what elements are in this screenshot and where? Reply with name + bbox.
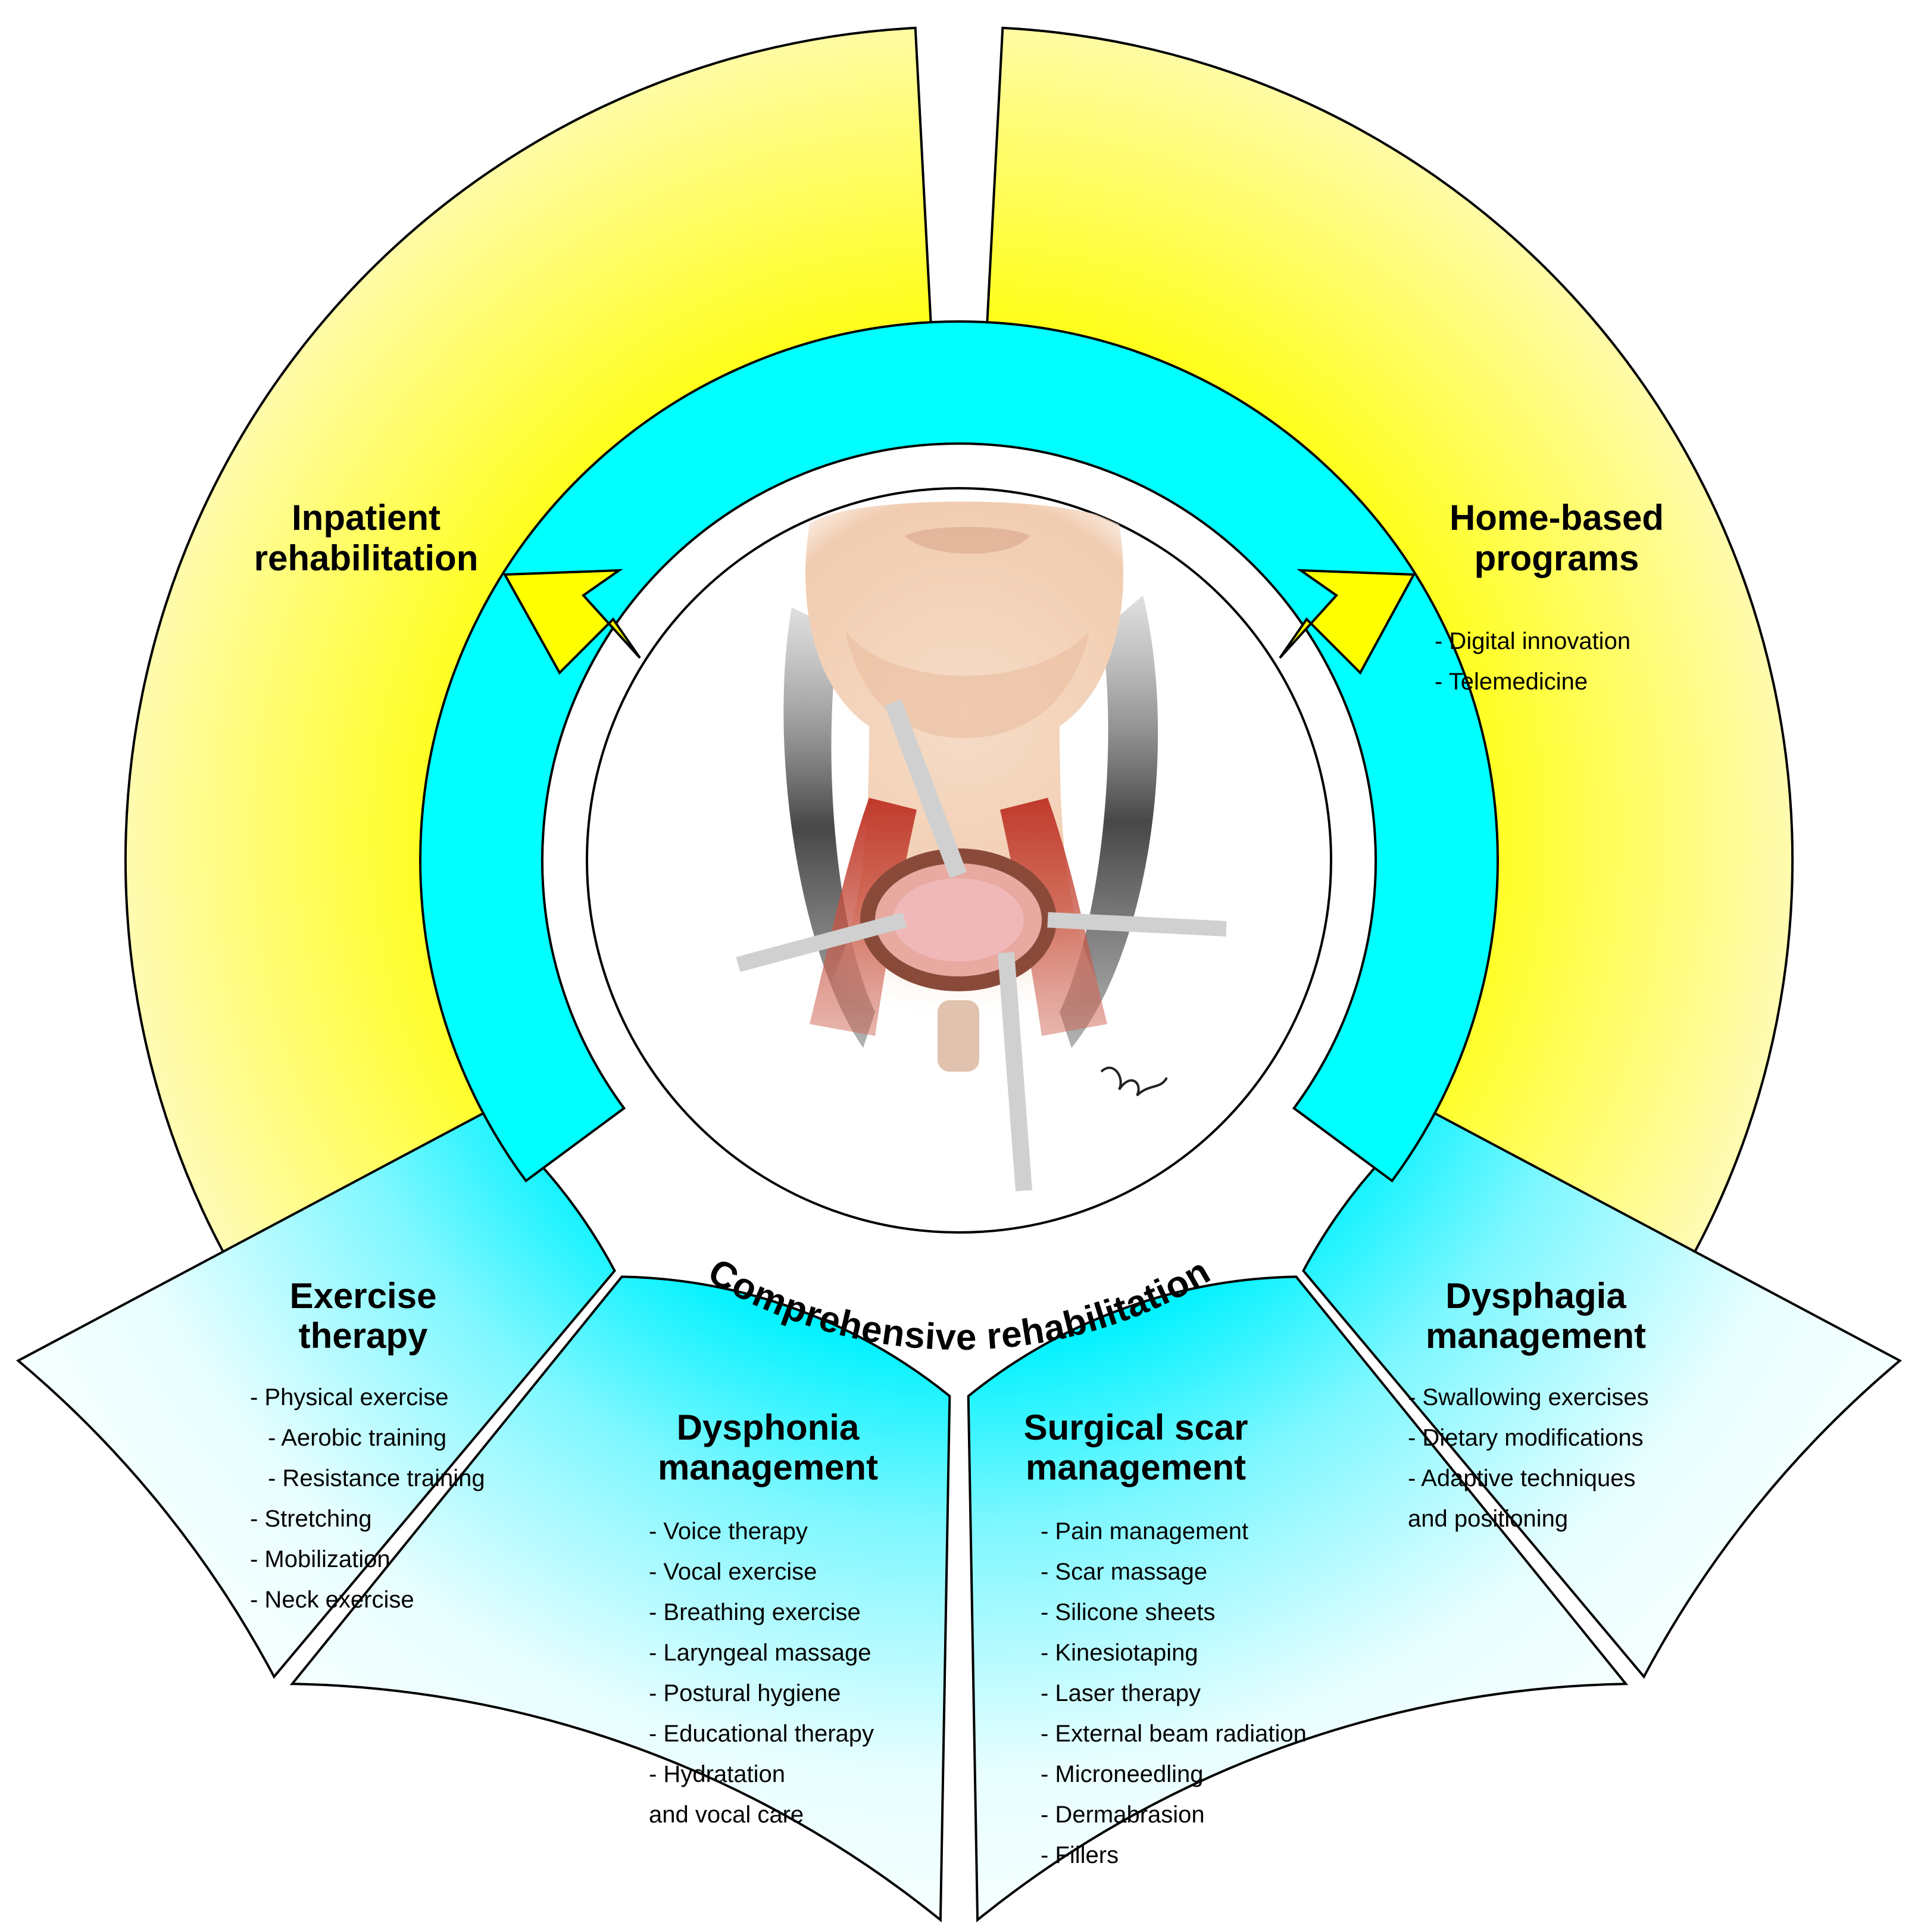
exercise-item: - Mobilization: [250, 1546, 391, 1572]
scar-panel: [967, 1275, 1629, 1922]
scar-item: - Fillers: [1041, 1842, 1119, 1868]
dysphonia-item: - Educational therapy: [649, 1721, 874, 1747]
exercise-item: - Physical exercise: [250, 1384, 448, 1410]
home-title-line2: programs: [1475, 538, 1639, 578]
exercise-item: - Neck exercise: [250, 1587, 414, 1613]
dysphonia-item: - Breathing exercise: [649, 1599, 861, 1625]
dysphonia-item: - Voice therapy: [649, 1518, 808, 1544]
home-item: - Digital innovation: [1435, 628, 1630, 654]
arrow-left-icon: [502, 569, 641, 675]
scar-item: - Microneedling: [1041, 1761, 1203, 1787]
exercise-title-line2: therapy: [299, 1316, 428, 1356]
dysphagia-item: - Swallowing exercises: [1408, 1384, 1649, 1410]
dysphonia-title-line1: Dysphonia: [677, 1407, 860, 1447]
exercise-title: Exercise therapy: [290, 1276, 437, 1356]
dysphonia-title: Dysphonia management: [658, 1407, 878, 1487]
scar-item: - External beam radiation: [1041, 1721, 1307, 1747]
dysphonia-items: - Voice therapy - Vocal exercise - Breathi…: [649, 1518, 874, 1828]
dysphonia-item: - Laryngeal massage: [649, 1640, 871, 1666]
home-item: - Telemedicine: [1435, 669, 1588, 695]
dysphagia-item: - Adaptive techniques: [1408, 1465, 1635, 1491]
scar-title-line2: management: [1026, 1447, 1246, 1487]
scar-item: - Silicone sheets: [1041, 1599, 1215, 1625]
dysphagia-title-line2: management: [1426, 1316, 1646, 1356]
dysphagia-panel: [1302, 1110, 1903, 1679]
scar-title-line1: Surgical scar: [1024, 1407, 1248, 1447]
arrow-right-icon: [1279, 569, 1416, 675]
exercise-item: - Stretching: [250, 1506, 372, 1532]
home-title: Home-based programs: [1450, 498, 1664, 578]
scar-items: - Pain management - Scar massage - Silicon…: [1041, 1518, 1307, 1868]
dysphonia-item: - Vocal exercise: [649, 1559, 817, 1585]
exercise-item: - Aerobic training: [268, 1425, 446, 1451]
inpatient-title: Inpatient rehabilitation: [254, 498, 479, 578]
dysphagia-title: Dysphagia management: [1426, 1276, 1646, 1356]
dysphagia-item: - Dietary modifications: [1408, 1425, 1644, 1451]
dysphonia-title-line2: management: [658, 1447, 878, 1487]
dysphagia-items: - Swallowing exercises - Dietary modifica…: [1408, 1384, 1649, 1532]
exercise-items: - Physical exercise - Aerobic training - R…: [250, 1384, 485, 1613]
scar-item: - Dermabrasion: [1041, 1802, 1205, 1828]
exercise-panel: [15, 1110, 616, 1679]
scar-item: - Pain management: [1041, 1518, 1248, 1544]
neck-surgery-illustration: [714, 501, 1227, 1192]
scar-item: - Kinesiotaping: [1041, 1640, 1198, 1666]
comprehensive-band: [419, 320, 1499, 1183]
scar-title: Surgical scar management: [1024, 1407, 1248, 1487]
dysphagia-title-line1: Dysphagia: [1445, 1276, 1626, 1316]
scar-item: - Laser therapy: [1041, 1680, 1201, 1706]
dysphonia-item: - Postural hygiene: [649, 1680, 841, 1706]
dysphonia-item: and vocal care: [649, 1802, 804, 1828]
dysphagia-item: and positioning: [1408, 1506, 1568, 1532]
scar-item: - Scar massage: [1041, 1559, 1207, 1585]
bottom-panels: [15, 1110, 1903, 1922]
exercise-title-line1: Exercise: [290, 1276, 437, 1316]
exercise-item: - Resistance training: [268, 1465, 485, 1491]
home-items: - Digital innovation - Telemedicine: [1435, 628, 1630, 695]
inpatient-title-line1: Inpatient: [292, 498, 441, 538]
home-title-line1: Home-based: [1450, 498, 1664, 538]
inpatient-title-line2: rehabilitation: [254, 538, 479, 578]
dysphonia-item: - Hydratation: [649, 1761, 785, 1787]
dysphonia-panel: [289, 1275, 951, 1922]
